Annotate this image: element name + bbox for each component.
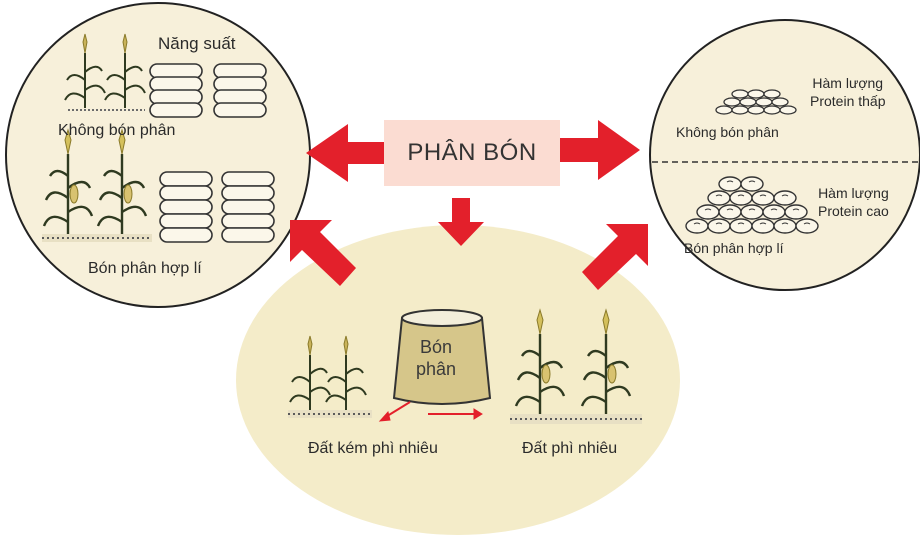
- fertile-soil-plants: [510, 308, 642, 424]
- arrow-soil-to-protein: [582, 224, 648, 290]
- yield-title: Năng suất: [158, 34, 236, 53]
- poor-soil-label: Đất kém phì nhiêu: [308, 440, 438, 457]
- fertilizer-bag: [392, 309, 492, 405]
- arrow-to-yield: [306, 124, 384, 182]
- yield-plants-high: [42, 128, 152, 242]
- low-protein-label: Hàm lượng Protein thấp: [810, 75, 886, 109]
- high-protein-label: Hàm lượng Protein cao: [818, 185, 889, 219]
- arrow-to-protein: [560, 120, 640, 180]
- yield-plants-low: [64, 33, 146, 111]
- fertile-soil-label: Đất phì nhiêu: [522, 440, 618, 457]
- bag-arrows: [378, 401, 483, 422]
- protein-proper-fertilizer-label: Bón phân hợp lí: [684, 240, 784, 256]
- bag-label: Bón phân: [416, 337, 457, 379]
- arrow-down: [438, 198, 484, 246]
- poor-soil-plants: [288, 335, 372, 418]
- yield-proper-fertilizer-label: Bón phân hợp lí: [88, 260, 202, 277]
- yield-no-fertilizer-label: Không bón phân: [58, 122, 176, 139]
- arrow-soil-to-yield: [290, 220, 356, 286]
- protein-no-fertilizer-label: Không bón phân: [676, 124, 779, 140]
- fertilizer-center-box: PHÂN BÓN: [384, 120, 560, 186]
- arrows: [290, 120, 648, 290]
- center-label: PHÂN BÓN: [407, 139, 537, 166]
